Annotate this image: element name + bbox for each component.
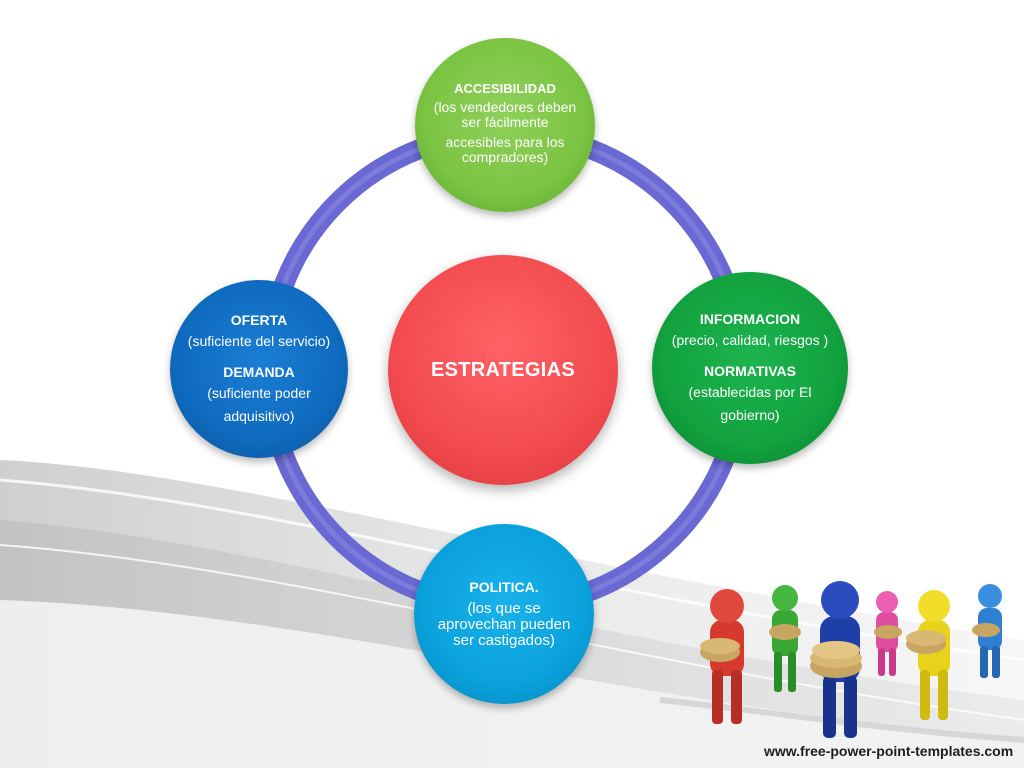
node-oferta-demanda: OFERTA (suficiente del servicio) DEMANDA… <box>170 280 348 458</box>
node-title: DEMANDA <box>223 364 295 380</box>
node-title: NORMATIVAS <box>703 363 797 379</box>
footer-website-text: www.free-power-point-templates.com <box>764 743 1014 759</box>
node-politica: POLITICA. (los que se aprovechan pueden … <box>414 524 594 704</box>
node-description: accesibles para los compradores) <box>445 133 565 165</box>
node-title: POLITICA. <box>469 579 539 595</box>
node-center-estrategias: ESTRATEGIAS <box>388 255 618 485</box>
node-accesibilidad: ACCESIBILIDAD (los vendedores deben ser … <box>415 38 595 212</box>
center-label: ESTRATEGIAS <box>430 358 576 381</box>
node-description: (precio, calidad, riesgos ) <box>671 332 829 348</box>
figure-yellow-icon <box>906 590 950 720</box>
node-description: (los vendedores deben ser fácilmente <box>433 98 577 130</box>
node-description: (suficiente del servicio) <box>187 333 331 349</box>
node-description: (los que se aprovechan pueden ser castig… <box>437 600 571 649</box>
people-with-coins-illustration <box>700 581 1002 738</box>
figure-blue-icon <box>972 584 1002 678</box>
node-description: (establecidas por El gobierno) <box>688 384 812 423</box>
node-title: ACCESIBILIDAD <box>454 80 556 96</box>
node-title: OFERTA <box>230 312 288 328</box>
figure-red-icon <box>700 589 744 724</box>
node-title: INFORMACION <box>699 311 801 327</box>
figure-navy-icon <box>810 581 862 738</box>
node-description: (suficiente poder adquisitivo) <box>207 385 311 424</box>
node-informacion-normativas: INFORMACION (precio, calidad, riesgos ) … <box>652 272 848 464</box>
figure-green-icon <box>769 585 801 692</box>
figure-pink-icon <box>874 591 902 676</box>
